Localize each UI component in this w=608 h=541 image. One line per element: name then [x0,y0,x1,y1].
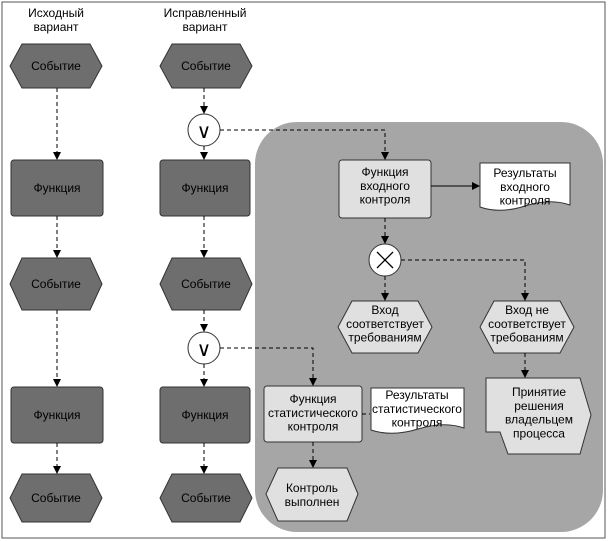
xor-gate-symbol-2 [376,251,394,269]
left-event-3 [9,473,103,523]
right-event-3-label: Событие [181,491,231,505]
right-function-1-label: Функция [181,181,228,195]
xor-to-input-not-ok [401,259,529,301]
left-event-3-label: Событие [31,491,81,505]
right-event-3 [159,473,253,523]
left-function-2-label: Функция [33,408,80,422]
left-event-2 [9,257,103,311]
left-event-2-label: Событие [31,277,81,291]
or-gate-2-symbol: ∨ [197,337,212,361]
right-event-1 [159,43,253,89]
right-function-2 [159,386,251,444]
right-event-1-label: Событие [181,59,231,73]
input-ok-event [337,300,433,354]
right-event-2 [159,257,253,311]
right-event-2-label: Событие [181,277,231,291]
right-function-1 [159,159,251,217]
or-gate-1-symbol: ∨ [197,119,212,143]
owner-decision-box [485,377,592,455]
input-not-ok-event [479,300,575,354]
left-event-1-label: Событие [31,59,81,73]
left-event-1 [9,43,103,89]
input-results-document [479,162,571,211]
stat-results-document [370,387,465,434]
left-function-1-label: Функция [33,181,80,195]
or1-to-input-control [220,129,389,160]
control-done-event [265,467,359,522]
right-function-2-label: Функция [181,408,228,422]
or2-to-stat-control [220,347,317,386]
